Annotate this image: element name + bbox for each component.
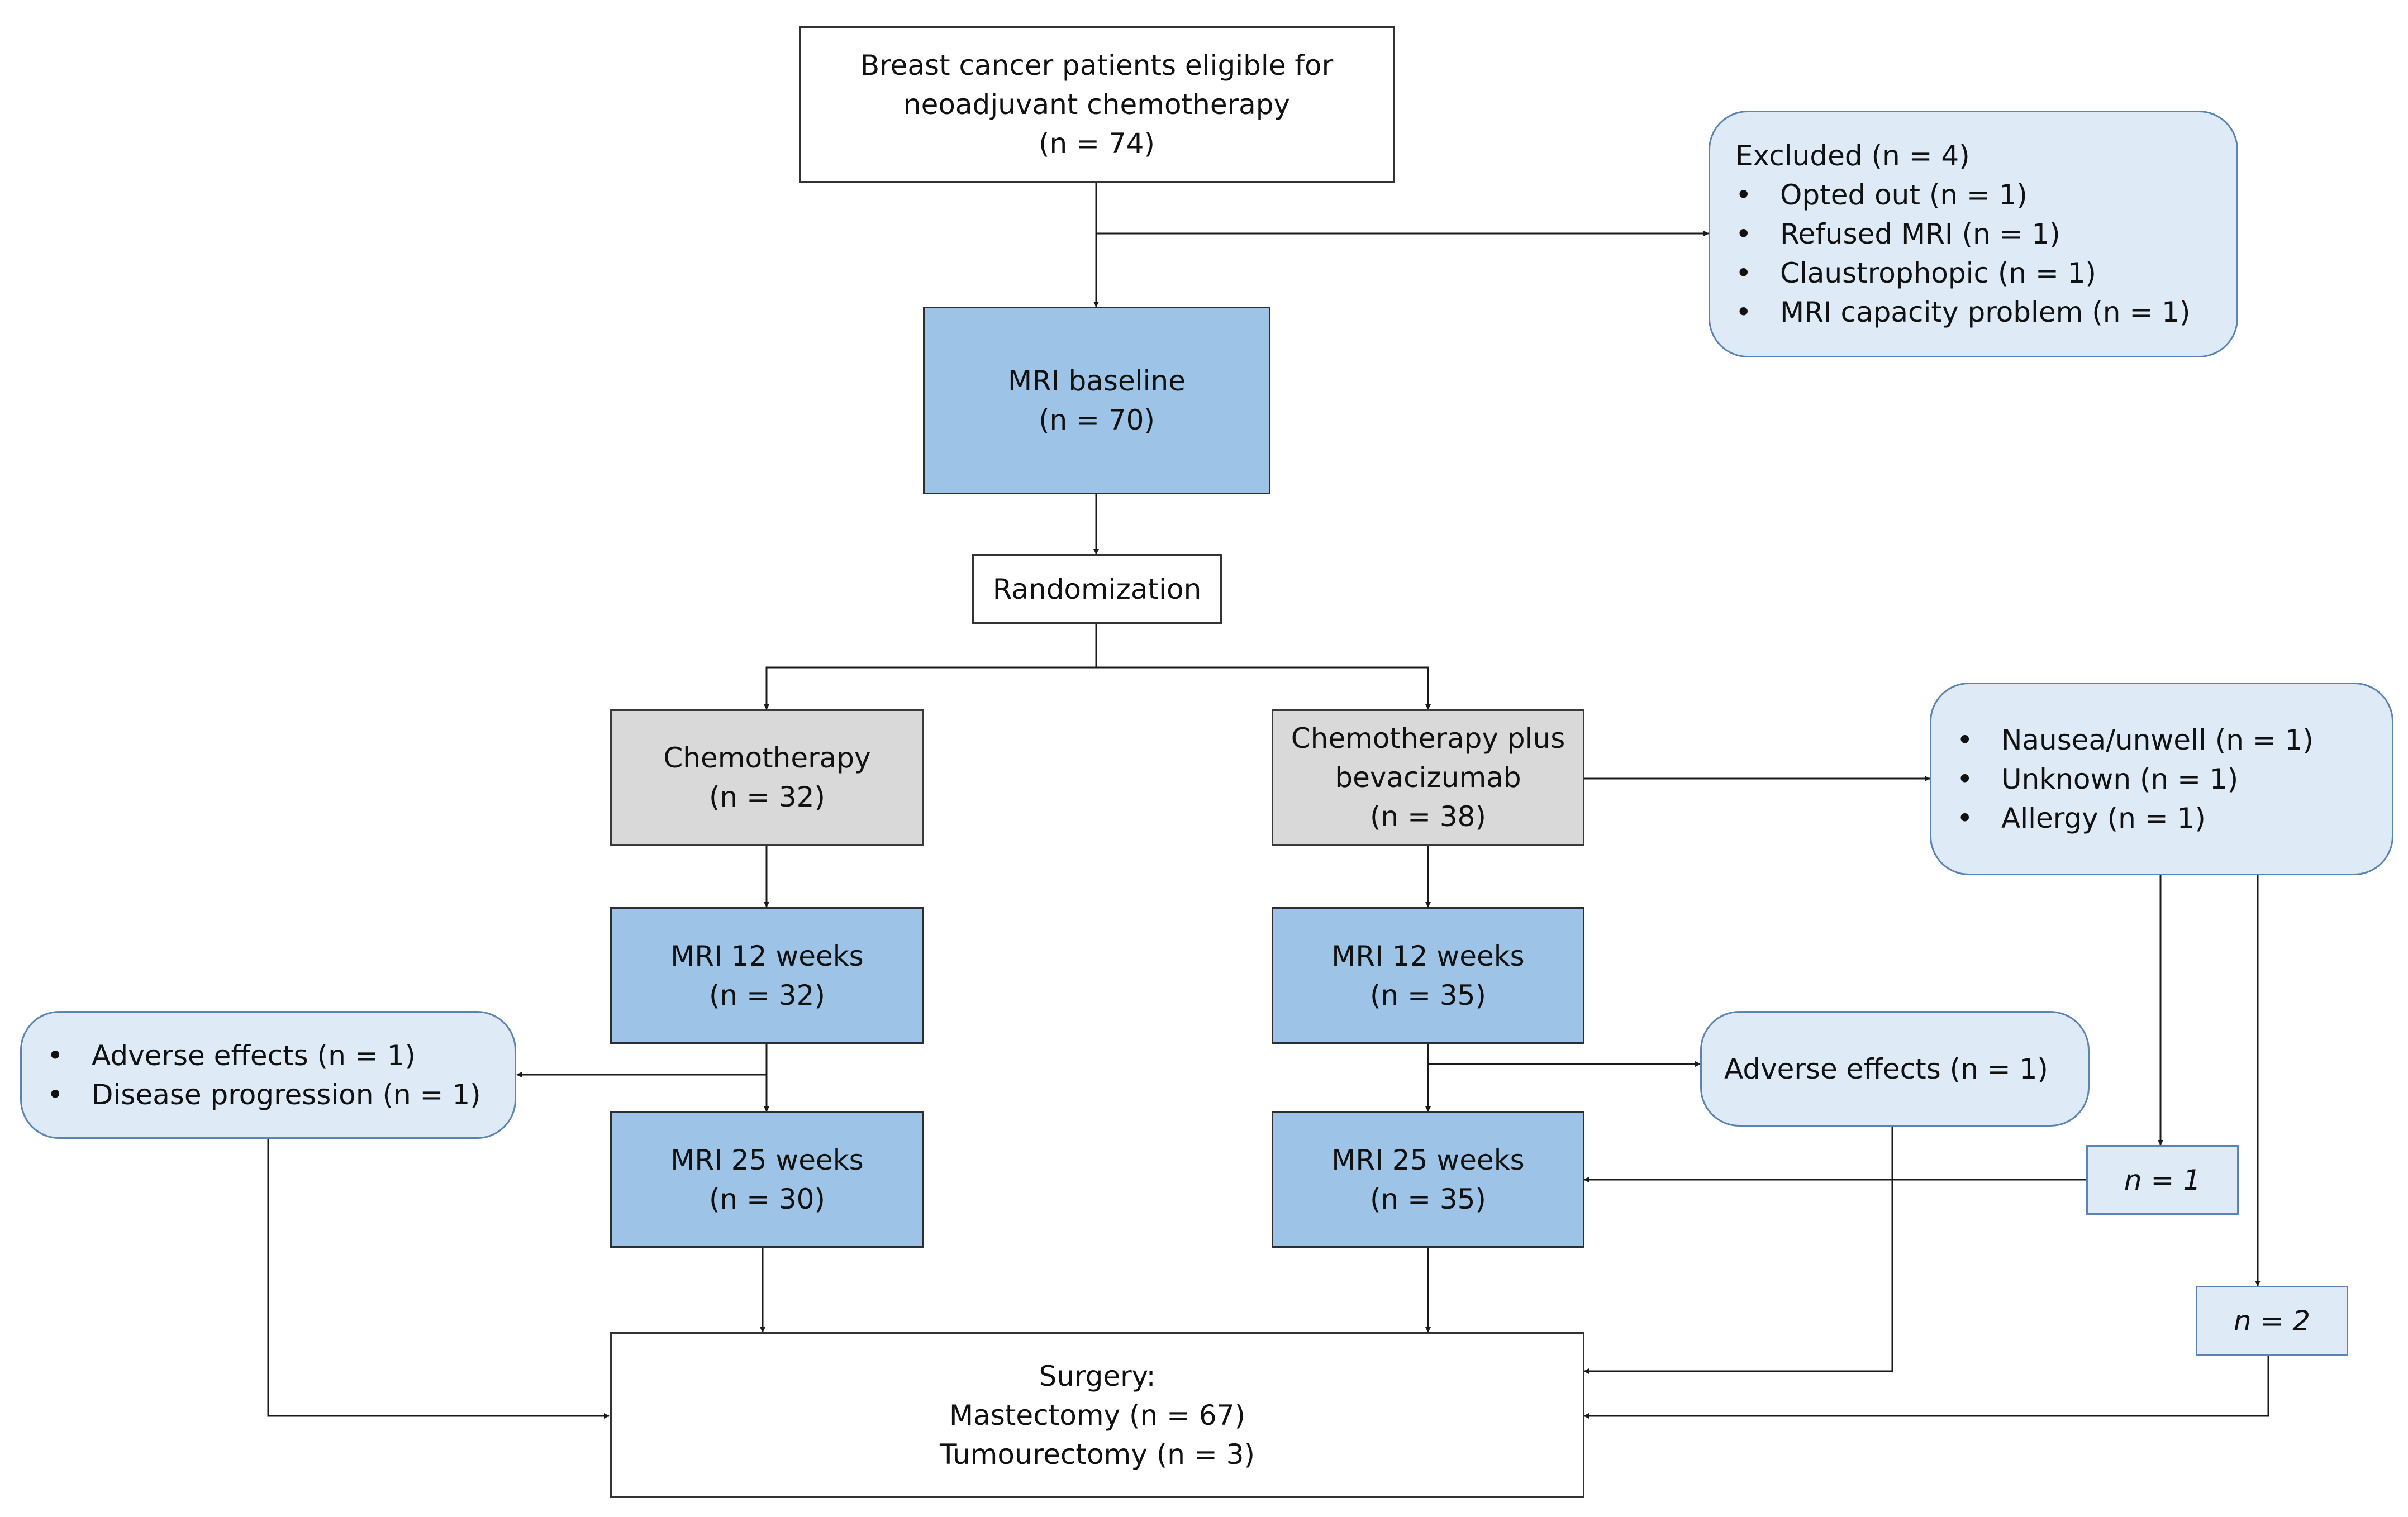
bevacizumab-adverse-effects-box: Adverse effects (n = 1) (1700, 1011, 2090, 1127)
bevacizumab-dropouts-box: Nausea/unwell (n = 1) Unknown (n = 1) Al… (1930, 683, 2393, 875)
arrow-n2-to-surgery (1583, 1356, 2269, 1419)
chemo-bevacizumab-arm-box: Chemotherapy plus bevacizumab (n = 38) (1272, 709, 1584, 846)
surgery-tumourectomy: Tumourectomy (n = 3) (940, 1438, 1255, 1471)
arrow-to-bev-arm (1096, 666, 1431, 710)
mri-25-weeks-chemo-box: MRI 25 weeks (n = 30) (610, 1111, 924, 1248)
mri-25-chemo-count: (n = 30) (708, 1183, 825, 1215)
arrow-chemo-dropouts-to-surgery (267, 1139, 610, 1419)
chemotherapy-arm-box: Chemotherapy (n = 32) (610, 709, 924, 846)
mri-12-bev-label: MRI 12 weeks (1331, 939, 1525, 972)
list-item: Refused MRI (n = 1) (1735, 214, 2190, 254)
list-item: Claustrophopic (n = 1) (1735, 254, 2190, 293)
excluded-title: Excluded (n = 4) (1735, 140, 1970, 172)
n-1-box: n = 1 (2086, 1145, 2239, 1215)
excluded-reasons-list: Opted out (n = 1) Refused MRI (n = 1) Cl… (1735, 175, 2190, 332)
chemo-bev-label-line-2: bevacizumab (1335, 761, 1521, 794)
surgery-mastectomy: Mastectomy (n = 67) (949, 1399, 1246, 1432)
mri-12-chemo-label: MRI 12 weeks (670, 939, 864, 972)
eligible-count: (n = 74) (1038, 127, 1155, 160)
list-item: Disease progression (n = 1) (47, 1075, 481, 1114)
mri-25-bev-count: (n = 35) (1369, 1183, 1486, 1215)
chemotherapy-count: (n = 32) (708, 781, 825, 813)
mri-baseline-count: (n = 70) (1038, 404, 1155, 436)
bevacizumab-dropouts-list: Nausea/unwell (n = 1) Unknown (n = 1) Al… (1957, 721, 2314, 838)
randomization-box: Randomization (972, 554, 1222, 624)
list-item: MRI capacity problem (n = 1) (1735, 293, 2190, 332)
list-item: Adverse effects (n = 1) (47, 1036, 481, 1075)
mri-baseline-label: MRI baseline (1008, 365, 1186, 397)
mri-12-chemo-count: (n = 32) (708, 979, 825, 1012)
mri-baseline-box: MRI baseline (n = 70) (923, 307, 1270, 494)
chemotherapy-dropouts-box: Adverse effects (n = 1) Disease progress… (20, 1011, 516, 1139)
excluded-box: Excluded (n = 4) Opted out (n = 1) Refus… (1709, 111, 2238, 357)
mri-12-weeks-chemo-box: MRI 12 weeks (n = 32) (610, 907, 924, 1044)
arrow-bev-adverse-to-surgery (1583, 1127, 1893, 1374)
chemotherapy-label: Chemotherapy (663, 742, 871, 774)
n-2-box: n = 2 (2196, 1286, 2348, 1356)
mri-25-bev-label: MRI 25 weeks (1331, 1144, 1525, 1176)
mri-25-chemo-label: MRI 25 weeks (670, 1144, 864, 1176)
n-2-label: n = 2 (2233, 1305, 2311, 1337)
surgery-box: Surgery: Mastectomy (n = 67) Tumourectom… (610, 1332, 1584, 1498)
n-1-label: n = 1 (2124, 1163, 2201, 1196)
list-item: Allergy (n = 1) (1957, 799, 2314, 838)
eligible-label-line-1: Breast cancer patients eligible for (860, 49, 1334, 82)
list-item: Nausea/unwell (n = 1) (1957, 721, 2314, 760)
list-item: Unknown (n = 1) (1957, 760, 2314, 799)
bev-adverse-label: Adverse effects (n = 1) (1724, 1052, 2048, 1085)
arrow-to-chemo-arm (764, 666, 1096, 710)
mri-25-weeks-bev-box: MRI 25 weeks (n = 35) (1272, 1111, 1584, 1248)
mri-12-bev-count: (n = 35) (1369, 979, 1486, 1012)
surgery-title: Surgery: (1039, 1359, 1156, 1392)
eligible-patients-box: Breast cancer patients eligible for neoa… (799, 26, 1395, 183)
chemo-bev-label-line-1: Chemotherapy plus (1291, 722, 1565, 755)
list-item: Opted out (n = 1) (1735, 175, 2190, 214)
chemotherapy-dropouts-list: Adverse effects (n = 1) Disease progress… (47, 1036, 481, 1114)
mri-12-weeks-bev-box: MRI 12 weeks (n = 35) (1272, 907, 1584, 1044)
randomization-label: Randomization (992, 573, 1202, 605)
eligible-label-line-2: neoadjuvant chemotherapy (903, 88, 1291, 121)
chemo-bev-count: (n = 38) (1369, 800, 1486, 833)
